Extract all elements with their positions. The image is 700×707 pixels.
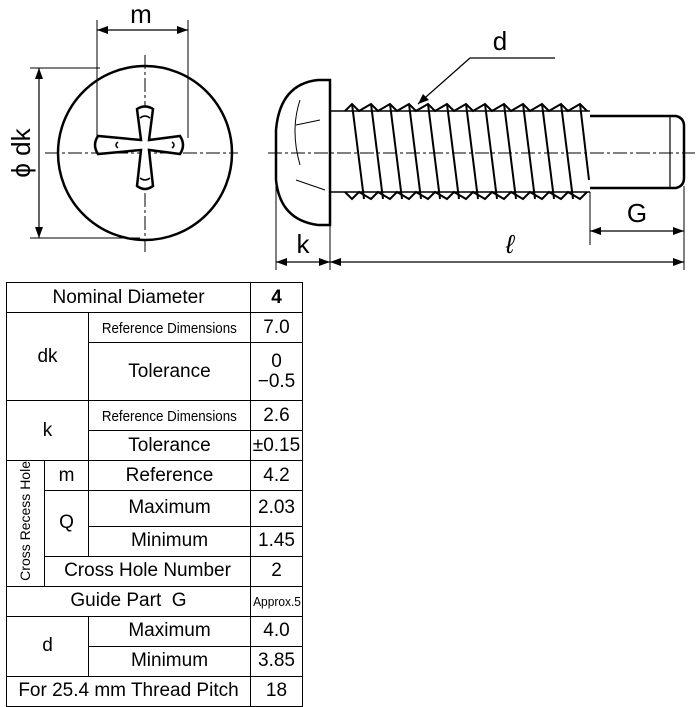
screw-side-view — [268, 57, 695, 270]
m-label: m — [44, 460, 89, 491]
d-minimum-value: 3.85 — [250, 645, 303, 677]
m-reference-value: 4.2 — [250, 460, 303, 491]
d-label: d — [6, 615, 89, 677]
g-dimension-label: G — [627, 198, 647, 228]
specification-table: Nominal Diameter 4 dk Reference Dimensio… — [6, 282, 303, 707]
nominal-diameter-value: 4 — [250, 282, 303, 313]
dk-tolerance-value: 0 −0.5 — [250, 342, 303, 401]
m-dimension-label: m — [130, 0, 152, 29]
q-minimum-value: 1.45 — [250, 525, 303, 557]
row-cross-hole-number: Cross Hole Number 2 — [7, 555, 303, 587]
cross-hole-number-label: Cross Hole Number — [44, 555, 251, 587]
row-q-minimum: Minimum 1.45 — [7, 525, 303, 557]
row-m-reference: Cross Recess Hole m Reference 4.2 — [6, 460, 303, 587]
row-q-maximum: Q Maximum 2.03 — [7, 490, 303, 557]
cross-recess-shape — [93, 105, 185, 191]
dk-label: dk — [6, 312, 89, 401]
k-tolerance-label: Tolerance — [88, 430, 251, 461]
screw-technical-drawing: m ϕ dk — [6, 0, 695, 270]
k-dimension-label: k — [297, 229, 311, 259]
q-maximum-value: 2.03 — [250, 490, 303, 527]
thread-pitch-value: 18 — [250, 675, 303, 707]
m-reference-label: Reference — [88, 460, 251, 491]
guide-part-shape — [590, 114, 686, 190]
row-guide-part: Guide Part G Approx.5 — [6, 585, 303, 617]
l-dimension-label: ℓ — [505, 229, 516, 259]
cross-recess-group-label: Cross Recess Hole — [6, 460, 45, 587]
cross-hole-number-value: 2 — [250, 555, 303, 587]
guide-part-symbol: G — [171, 590, 187, 612]
thread-pitch-label: For 25.4 mm Thread Pitch — [6, 675, 251, 707]
nominal-diameter-label: Nominal Diameter — [6, 282, 251, 313]
guide-part-value: Approx.5 — [250, 585, 303, 617]
row-dk-tolerance: Tolerance 0 −0.5 — [7, 342, 303, 401]
dk-tolerance-upper: 0 — [271, 350, 282, 372]
q-label: Q — [44, 490, 89, 557]
d-dimension-label: d — [493, 26, 507, 56]
k-reference-value: 2.6 — [250, 400, 303, 431]
dk-reference-value: 7.0 — [250, 312, 303, 343]
row-k-reference: k Reference Dimensions 2.6 — [6, 400, 303, 461]
dk-dimension-label: ϕ dk — [6, 127, 36, 177]
q-minimum-label: Minimum — [88, 525, 251, 557]
guide-part-label: Guide Part G — [6, 585, 251, 617]
row-dk-reference: dk Reference Dimensions 7.0 — [6, 312, 303, 401]
k-tolerance-value: ±0.15 — [250, 430, 303, 461]
d-minimum-label: Minimum — [88, 645, 251, 677]
d-maximum-value: 4.0 — [250, 615, 303, 647]
q-maximum-label: Maximum — [88, 490, 251, 527]
k-reference-label: Reference Dimensions — [88, 400, 251, 431]
head-top-view — [30, 20, 238, 252]
dk-tolerance-lower: −0.5 — [257, 370, 296, 392]
d-maximum-label: Maximum — [88, 615, 251, 647]
row-k-tolerance: Tolerance ±0.15 — [7, 430, 303, 461]
row-thread-pitch: For 25.4 mm Thread Pitch 18 — [6, 675, 303, 707]
k-label: k — [6, 400, 89, 461]
row-nominal-diameter: Nominal Diameter 4 — [6, 282, 303, 313]
row-d-minimum: Minimum 3.85 — [7, 645, 303, 677]
dk-reference-label: Reference Dimensions — [88, 312, 251, 343]
row-d-maximum: d Maximum 4.0 — [6, 615, 303, 677]
dk-tolerance-label: Tolerance — [88, 342, 251, 401]
